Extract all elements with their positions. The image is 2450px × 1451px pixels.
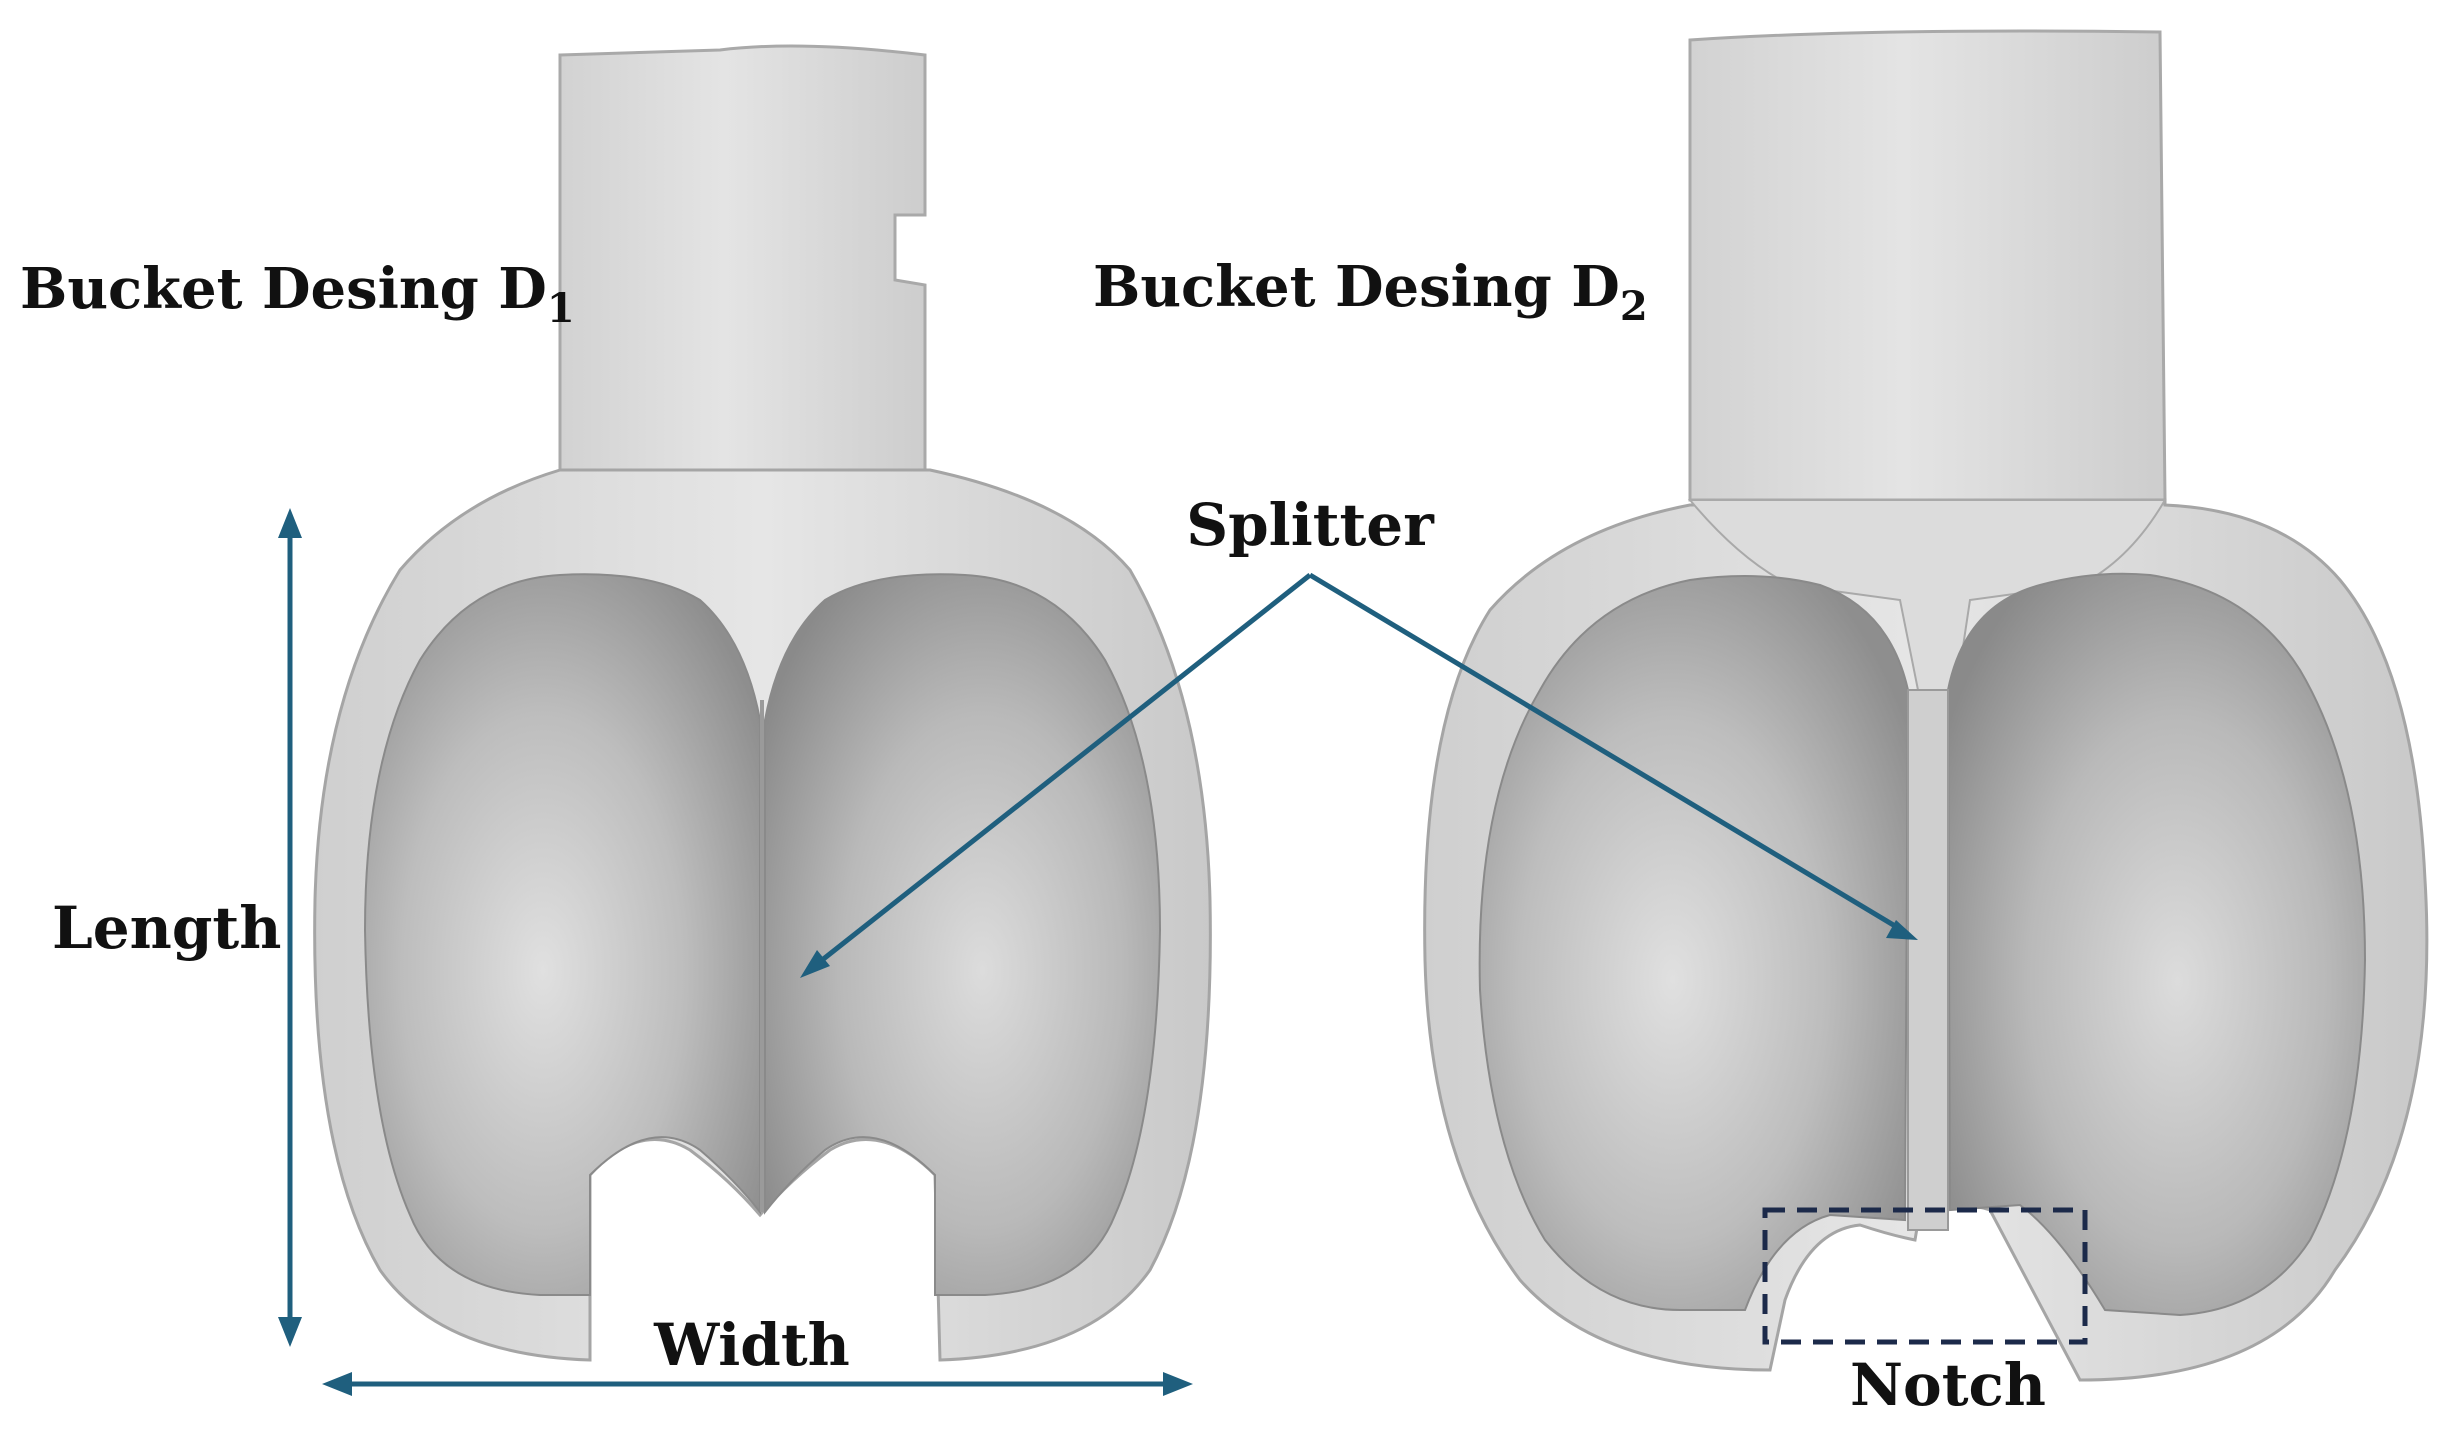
notch-label: Notch xyxy=(1850,1351,2046,1419)
bucket-d2-stem xyxy=(1688,29,2167,502)
length-label: Length xyxy=(52,894,281,962)
bucket-d2-right-cup xyxy=(1946,572,2367,1317)
width-arrow xyxy=(322,1372,1193,1396)
splitter-arrowhead-left xyxy=(800,950,830,978)
bucket-d1-right-cup xyxy=(764,573,1162,1296)
splitter-arrowhead-right xyxy=(1886,920,1918,940)
bucket-d1-left-cup xyxy=(363,573,761,1296)
length-arrow xyxy=(278,508,302,1347)
bucket-d1 xyxy=(313,44,1212,1362)
notch-box xyxy=(1762,1207,2088,1345)
splitter-arrows xyxy=(800,572,1918,978)
bucket-d1-stem xyxy=(558,44,927,472)
width-label: Width xyxy=(653,1311,850,1379)
bucket-d2-splitter-wall xyxy=(1907,689,1949,1231)
bucket-d2-label-subscript: 2 xyxy=(1620,283,1648,330)
bucket-d1-label-subscript: 1 xyxy=(547,285,575,332)
bucket-d2-label-prefix: Bucket Desing D xyxy=(1093,254,1620,320)
bucket-d2-label: Bucket Desing D2 xyxy=(1093,254,1648,330)
bucket-d1-label-prefix: Bucket Desing D xyxy=(20,256,547,322)
splitter-arrow-left xyxy=(810,573,1312,970)
bucket-d2 xyxy=(1423,29,2429,1382)
splitter-label: Splitter xyxy=(1186,491,1435,559)
bucket-d1-label: Bucket Desing D1 xyxy=(20,256,575,332)
bucket-d2-left-cup xyxy=(1478,575,1910,1311)
splitter-arrow-right xyxy=(1308,572,1907,935)
